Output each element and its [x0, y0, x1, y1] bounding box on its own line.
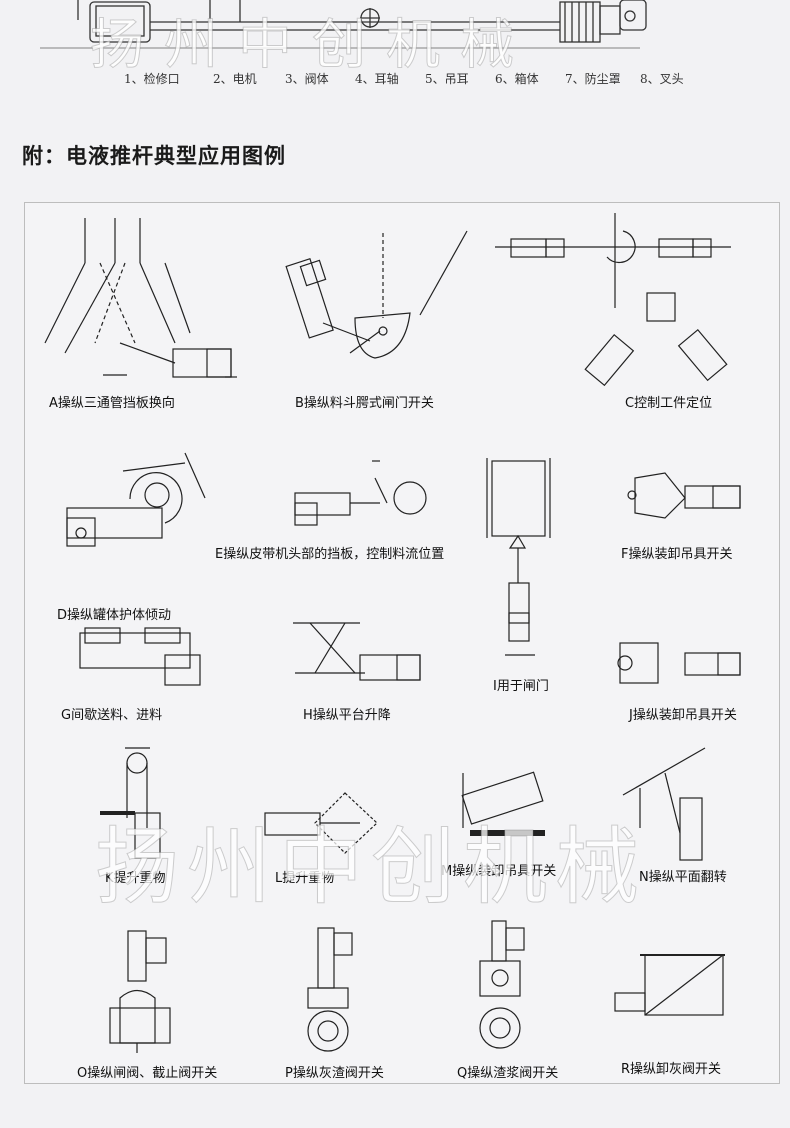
part-label: 4、耳轴 — [355, 72, 399, 86]
diagram-n — [622, 747, 706, 861]
diagram-c — [495, 213, 731, 387]
diagram-m — [461, 771, 545, 836]
caption-b: B操纵料斗腭式闸门开关 — [295, 396, 434, 411]
section-heading: 附：电液推杆典型应用图例 — [22, 144, 286, 168]
actuator-drawing-top — [40, 0, 647, 49]
diagram-k — [100, 747, 161, 859]
part-label: 1、检修口 — [124, 72, 180, 86]
caption-k: K提升重物 — [105, 871, 166, 886]
parts-legend: 1、检修口 2、电机 3、阀体 4、耳轴 5、吊耳 6、箱体 7、防尘罩 8、叉… — [0, 70, 790, 90]
diagram-p — [307, 927, 353, 1052]
caption-n: N操纵平面翻转 — [639, 870, 727, 885]
caption-p: P操纵灰渣阀开关 — [285, 1066, 384, 1081]
caption-j: J操纵装卸吊具开关 — [629, 708, 737, 723]
diagram-i — [486, 458, 551, 656]
caption-h: H操纵平台升降 — [303, 708, 391, 723]
diagram-r — [614, 954, 725, 1016]
diagram-l — [264, 792, 378, 854]
caption-q: Q操纵渣浆阀开关 — [457, 1066, 559, 1081]
diagram-f — [627, 472, 741, 519]
caption-o: O操纵闸阀、截止阀开关 — [77, 1066, 218, 1081]
caption-d: D操纵罐体护体倾动 — [57, 608, 172, 623]
part-label: 7、防尘罩 — [565, 72, 621, 86]
applications-panel: A操纵三通管挡板换向 B操纵料斗腭式闸门开关 C控制工件定位 E操纵皮带机头部的… — [24, 202, 780, 1084]
part-label: 8、叉头 — [640, 72, 684, 86]
diagram-h — [293, 622, 421, 681]
diagram-q — [479, 920, 525, 1049]
caption-r: R操纵卸灰阀开关 — [621, 1062, 722, 1077]
caption-c: C控制工件定位 — [625, 396, 713, 411]
caption-f: F操纵装卸吊具开关 — [621, 547, 733, 562]
diagram-a — [44, 218, 237, 378]
part-label: 2、电机 — [213, 72, 257, 86]
part-label: 3、阀体 — [285, 72, 329, 86]
application-diagrams — [44, 213, 741, 1053]
caption-g: G间歇送料、进料 — [61, 708, 163, 723]
diagram-g — [79, 627, 201, 686]
caption-i: I用于闸门 — [493, 679, 549, 694]
caption-m: M操纵装卸吊具开关 — [441, 864, 557, 879]
diagram-j — [617, 642, 741, 684]
caption-l: L提升重物 — [275, 871, 335, 886]
part-label: 6、箱体 — [495, 72, 539, 86]
diagram-o — [109, 930, 171, 1053]
caption-e: E操纵皮带机头部的挡板，控制料流位置 — [215, 547, 445, 562]
diagram-e — [294, 460, 427, 526]
diagram-d — [66, 452, 206, 547]
diagram-b — [285, 230, 468, 359]
caption-a: A操纵三通管挡板换向 — [49, 396, 175, 411]
part-label: 5、吊耳 — [425, 72, 469, 86]
